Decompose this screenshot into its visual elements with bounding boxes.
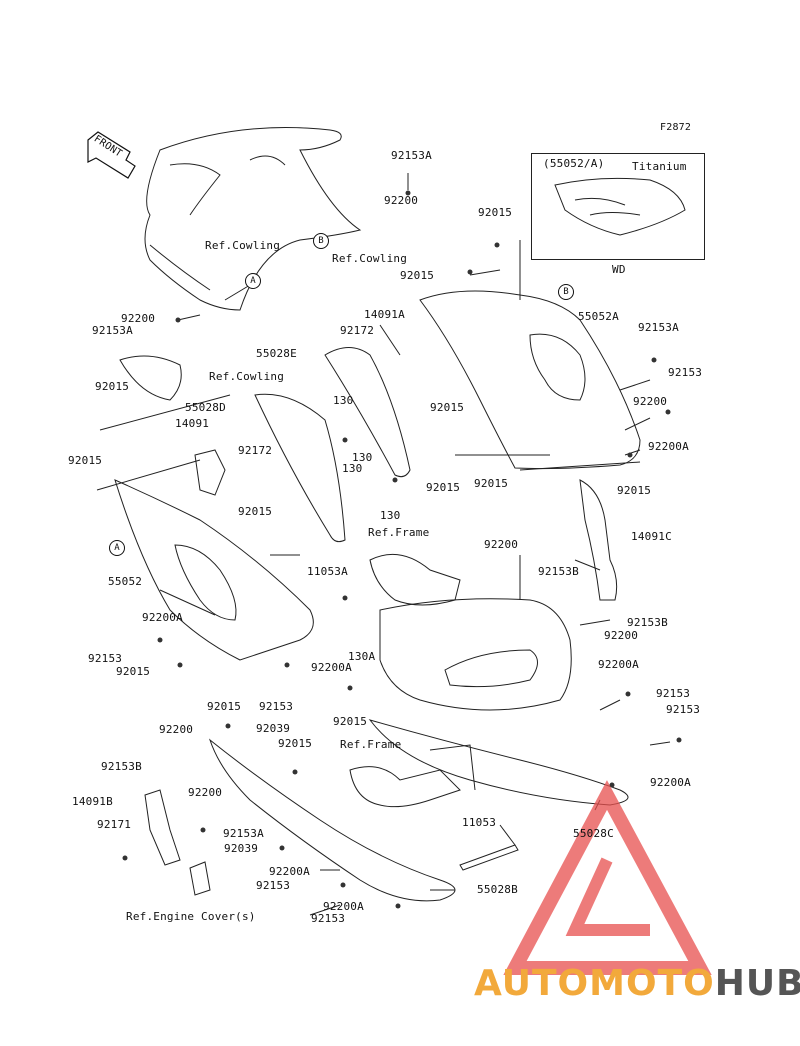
part-label: 92039 bbox=[256, 722, 291, 735]
part-label: 92171 bbox=[97, 818, 132, 831]
part-label: 92200 bbox=[484, 538, 519, 551]
part-label: 92200 bbox=[159, 723, 194, 736]
inset-box bbox=[531, 153, 705, 260]
callout-b: B bbox=[558, 284, 574, 300]
part-label: 92015 bbox=[478, 206, 513, 219]
part-label: 92015 bbox=[430, 401, 465, 414]
part-label: 130A bbox=[348, 650, 376, 663]
part-label: 92015 bbox=[207, 700, 242, 713]
part-label: 92200 bbox=[384, 194, 419, 207]
part-label: 92153A bbox=[223, 827, 264, 840]
part-label: 92172 bbox=[340, 324, 375, 337]
part-label: 92153B bbox=[538, 565, 579, 578]
part-label: 130 bbox=[380, 509, 401, 522]
callout-b: B bbox=[313, 233, 329, 249]
part-label: 92200A bbox=[311, 661, 352, 674]
part-label: 92200A bbox=[142, 611, 183, 624]
part-label: 92200A bbox=[269, 865, 310, 878]
inset-part: (55052/A) bbox=[543, 157, 605, 170]
part-label: Ref.Cowling bbox=[332, 252, 408, 265]
part-label: 92153 bbox=[311, 912, 346, 925]
front-arrow-icon bbox=[87, 131, 136, 179]
part-label: 92153 bbox=[256, 879, 291, 892]
part-label: 130 bbox=[342, 462, 363, 475]
part-label: 55028B bbox=[477, 883, 518, 896]
part-label: 14091 bbox=[175, 417, 210, 430]
watermark-logo-icon bbox=[503, 780, 712, 975]
part-label: 92200A bbox=[598, 658, 639, 671]
part-label: 92200A bbox=[650, 776, 691, 789]
part-label: 92172 bbox=[238, 444, 273, 457]
part-label: 130 bbox=[333, 394, 354, 407]
part-label: Ref.Cowling bbox=[209, 370, 285, 383]
inset-material: Titanium bbox=[632, 160, 687, 173]
part-label: 92015 bbox=[116, 665, 151, 678]
part-label: 14091A bbox=[364, 308, 405, 321]
part-label: 92015 bbox=[400, 269, 435, 282]
part-label: 55028E bbox=[256, 347, 297, 360]
part-label: 92015 bbox=[95, 380, 130, 393]
part-label: 92153A bbox=[92, 324, 133, 337]
part-label: 92015 bbox=[68, 454, 103, 467]
part-label: 92153 bbox=[656, 687, 691, 700]
part-label: 92200A bbox=[648, 440, 689, 453]
part-label: 92200 bbox=[188, 786, 223, 799]
callout-a: A bbox=[245, 273, 261, 289]
figure-code: F2872 bbox=[660, 122, 692, 133]
part-label: 55028D bbox=[185, 401, 226, 414]
part-label: 92153 bbox=[666, 703, 701, 716]
part-label: 92153B bbox=[101, 760, 142, 773]
part-label: Ref.Frame bbox=[340, 738, 402, 751]
part-label: 92200 bbox=[604, 629, 639, 642]
part-label: 92015 bbox=[617, 484, 652, 497]
part-label: 55052 bbox=[108, 575, 143, 588]
part-label: 92200 bbox=[121, 312, 156, 325]
part-label: 92153A bbox=[391, 149, 432, 162]
watermark-part1: AUTOMOTO bbox=[474, 963, 715, 1004]
part-label: Ref.Frame bbox=[368, 526, 430, 539]
part-label: 130 bbox=[352, 451, 373, 464]
part-label: 14091B bbox=[72, 795, 113, 808]
part-label: 92153 bbox=[259, 700, 294, 713]
part-label: 92153B bbox=[627, 616, 668, 629]
part-label: 92015 bbox=[474, 477, 509, 490]
part-label: 14091C bbox=[631, 530, 672, 543]
watermark-part2: HUB bbox=[714, 963, 800, 1004]
part-label: 92015 bbox=[426, 481, 461, 494]
part-label: Ref.Cowling bbox=[205, 239, 281, 252]
part-label: 92153A bbox=[638, 321, 679, 334]
callout-a: A bbox=[109, 540, 125, 556]
part-label: 92153 bbox=[668, 366, 703, 379]
part-label: 11053A bbox=[307, 565, 348, 578]
part-label: 55028C bbox=[573, 827, 614, 840]
part-label: 92015 bbox=[278, 737, 313, 750]
part-label: 92200A bbox=[323, 900, 364, 913]
part-label: 92015 bbox=[238, 505, 273, 518]
part-label: Ref.Engine Cover(s) bbox=[126, 910, 256, 923]
part-label: 55052A bbox=[578, 310, 619, 323]
part-label: 92200 bbox=[633, 395, 668, 408]
inset-market: WD bbox=[612, 263, 626, 276]
part-label: 11053 bbox=[462, 816, 497, 829]
part-label: 92153 bbox=[88, 652, 123, 665]
part-label: 92015 bbox=[333, 715, 368, 728]
part-label: 92039 bbox=[224, 842, 259, 855]
watermark-brand: AUTOMOTOHUB bbox=[474, 963, 800, 1004]
